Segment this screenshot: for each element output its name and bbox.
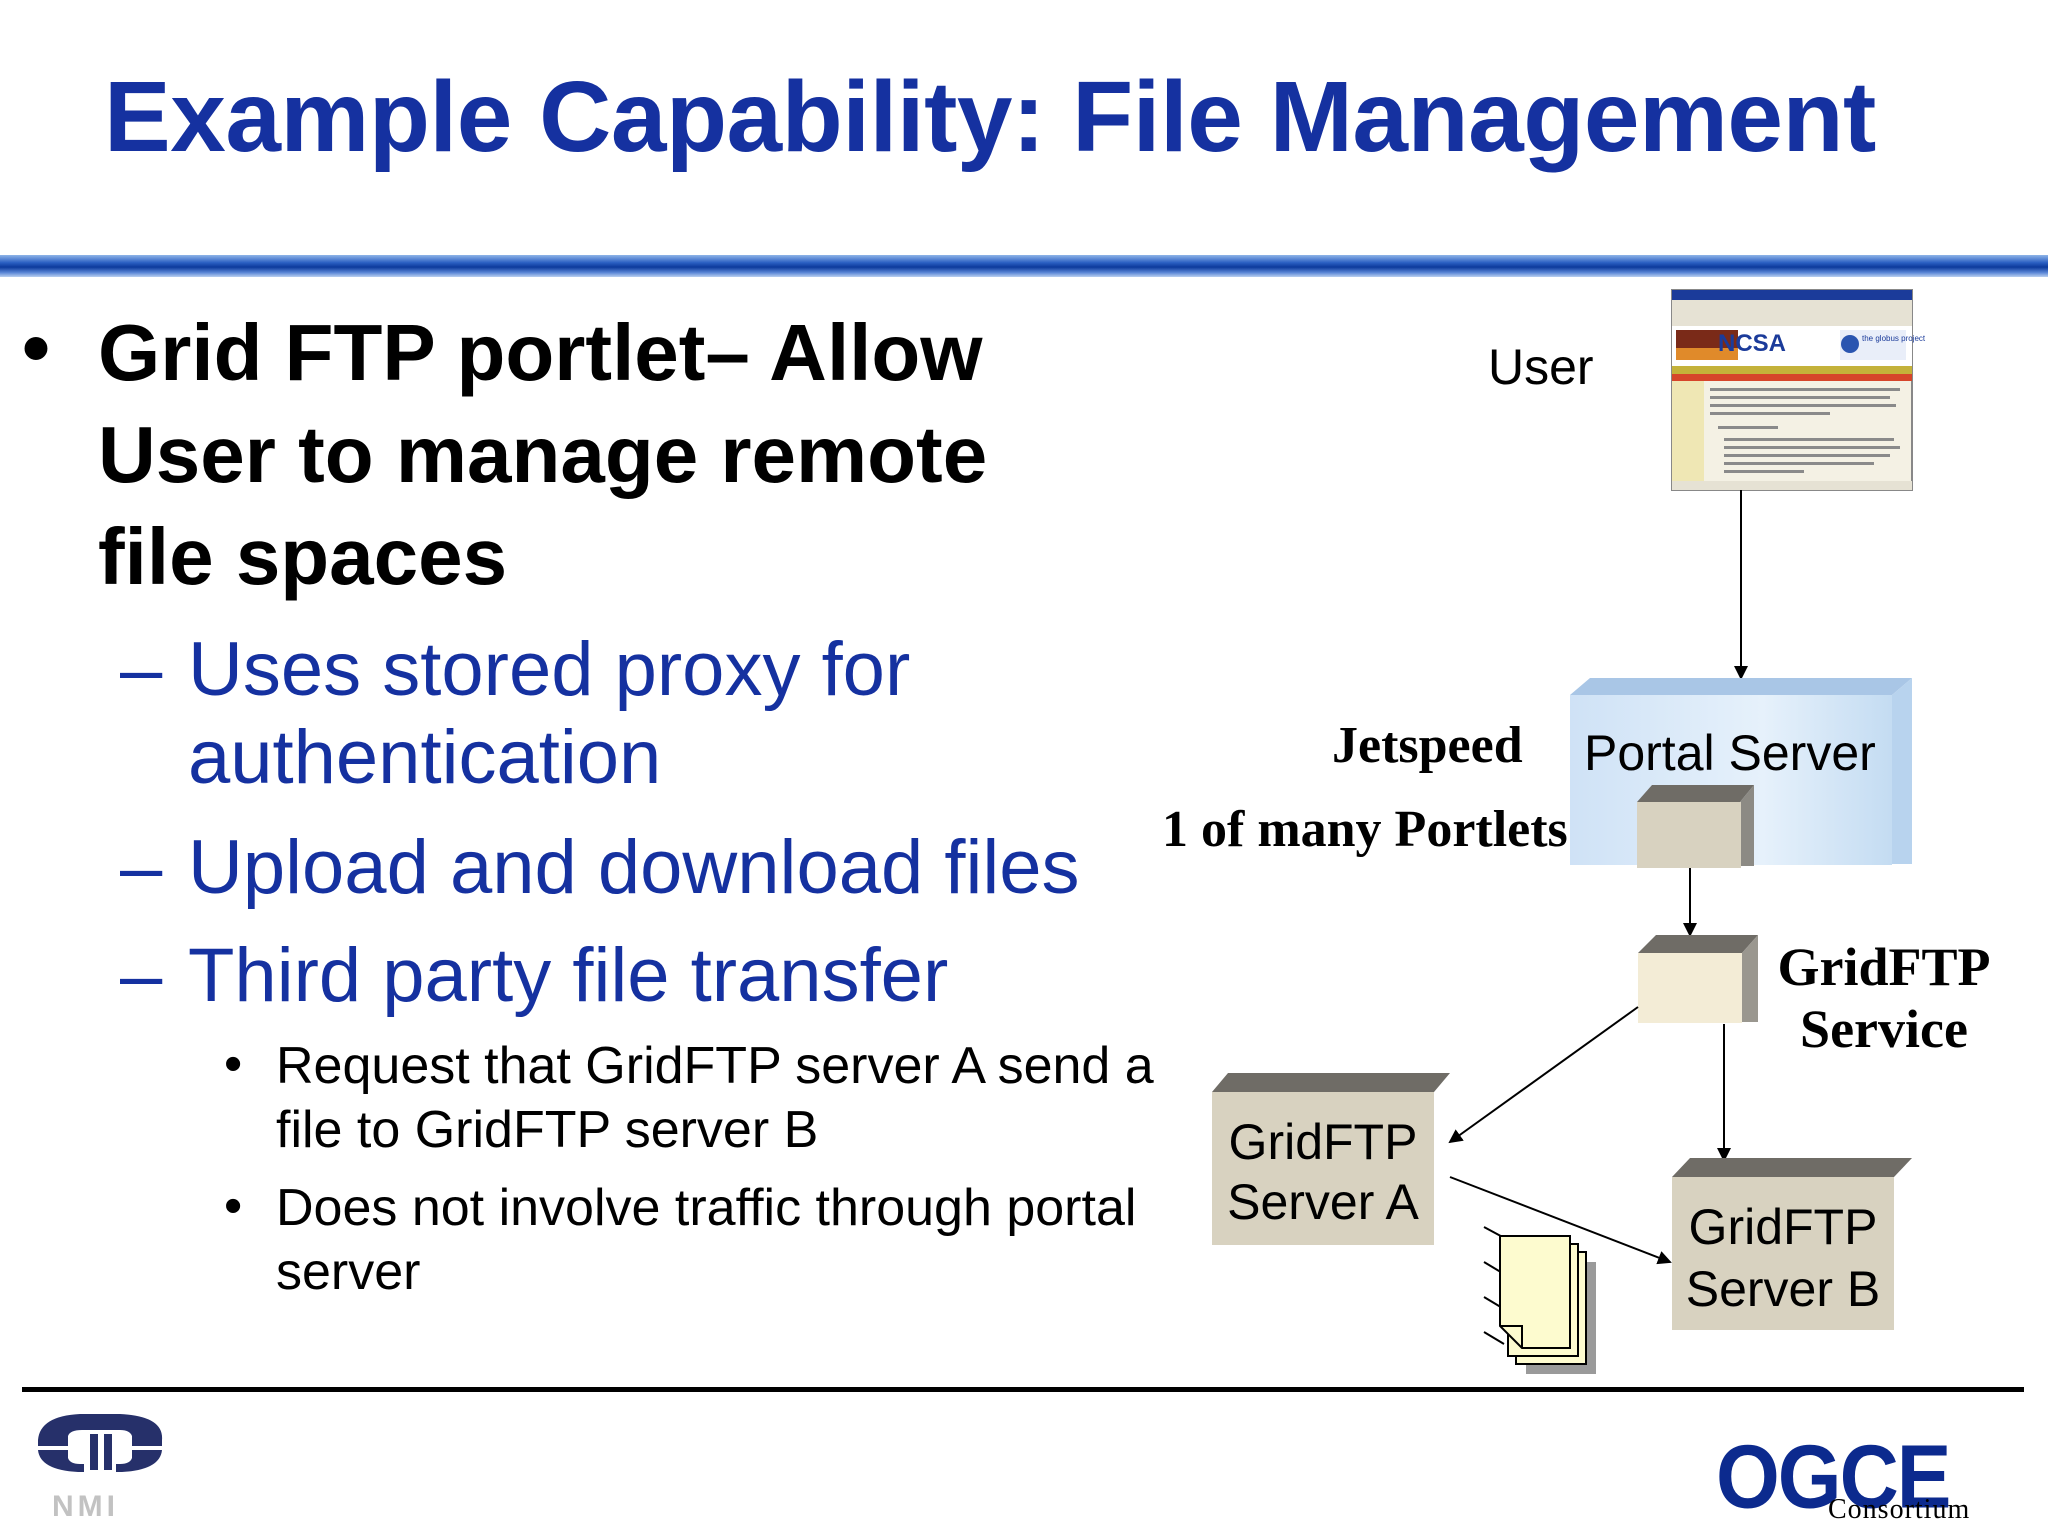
browser-ncsa-logo-text: NCSA [1718,330,1787,357]
subsub-bullet-traffic-line-2: server [276,1243,421,1301]
browser-globus-text: the globus project [1862,334,1926,343]
subsub-bullet-request-line-1: Request that GridFTP server A send a [276,1037,1154,1095]
sub-bullet-third-party-line-1: Third party file transfer [188,933,949,1018]
main-bullet-text: Grid FTP portlet– Allow User to manage r… [98,302,1158,608]
gridftp-service-label-line-2: Service [1800,999,1968,1059]
footer-divider [22,1387,2024,1392]
sub-bullet-proxy-line-1: Uses stored proxy for [188,627,911,712]
subsub-bullet-marker: • [224,1035,243,1093]
server-a-label-line-1: GridFTP [1228,1114,1418,1170]
subsub-bullet-marker: • [224,1177,243,1235]
server-b-label-line-1: GridFTP [1688,1199,1878,1255]
portal-server-label: Portal Server [1584,725,1876,781]
sub-bullet-third-party: – Third party file transfer [120,932,948,1020]
gridftp-service-box [1638,935,1758,1023]
portlet-box [1637,785,1754,868]
nmi-logo [38,1414,163,1472]
sub-bullet-proxy: – Uses stored proxy for authentication [120,626,910,800]
gridftp-service-label: GridFTP Service [1774,936,1994,1060]
subsub-bullet-traffic: Does not involve traffic through portal … [276,1176,1136,1304]
sub-bullet-upload: – Upload and download files [120,824,1080,912]
server-a-label-line-2: Server A [1227,1174,1419,1230]
sub-bullet-dash: – [120,627,163,712]
sub-bullet-dash: – [120,933,163,1018]
server-a-to-server-b-arrow [1449,1176,1672,1265]
browser-screenshot-thumbnail [1671,289,1913,491]
jetspeed-label: Jetspeed [1332,717,1523,774]
ogce-consortium-text: Consortium [1828,1494,1971,1525]
title-divider-bar [0,255,2048,277]
portlets-label: 1 of many Portlets [1162,801,1568,858]
main-bullet-line-2: User to manage remote [98,410,988,499]
ogce-logo: OGCE [1716,1427,1951,1528]
subsub-bullet-request-line-2: file to GridFTP server B [276,1101,819,1159]
nmi-logo-text: NMI [52,1490,119,1523]
subsub-bullet-traffic-line-1: Does not involve traffic through portal [276,1179,1137,1237]
server-b-label-line-2: Server B [1685,1261,1881,1317]
sub-bullet-dash: – [120,825,163,910]
main-bullet-marker: • [22,303,51,392]
slide-title: Example Capability: File Management [104,61,1876,173]
user-label: User [1488,339,1594,395]
service-to-server-a-arrow [1448,1006,1639,1144]
server-b-label: GridFTP Server B [1672,1196,1894,1320]
subsub-bullet-request: Request that GridFTP server A send a fil… [276,1034,1154,1162]
sub-bullet-proxy-line-2: authentication [188,715,662,800]
gridftp-service-label-line-1: GridFTP [1777,937,1991,997]
main-bullet-line-3: file spaces [98,512,508,601]
server-a-label: GridFTP Server A [1212,1112,1434,1232]
main-bullet-line-1: Grid FTP portlet– Allow [98,308,983,397]
file-documents-icon [1483,1226,1596,1374]
sub-bullet-upload-line-1: Upload and download files [188,825,1080,910]
